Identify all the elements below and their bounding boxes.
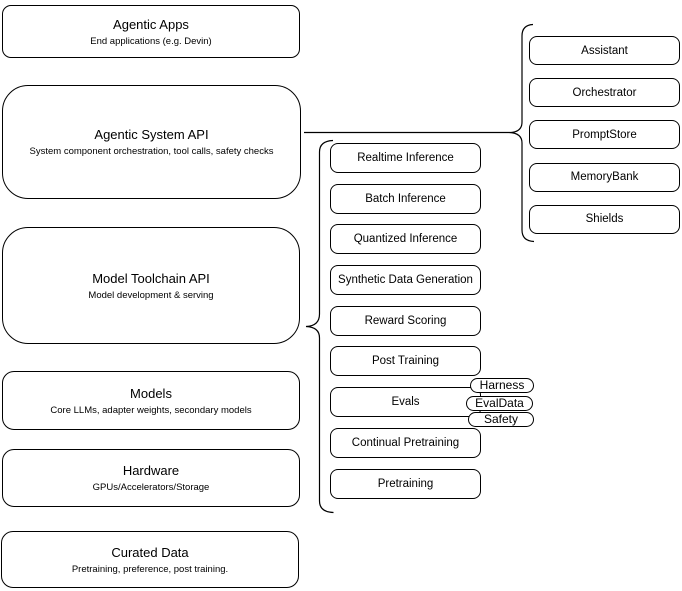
components-group: Assistant Orchestrator PromptStore Memor… [529,36,680,234]
node-realtime-inference: Realtime Inference [330,143,481,173]
node-post-training: Post Training [330,346,481,377]
node-continual-pretraining-label: Continual Pretraining [351,436,460,449]
node-pretraining-label: Pretraining [377,477,434,490]
tag-harness: Harness [470,378,534,393]
node-synthetic-data-generation-label: Synthetic Data Generation [338,274,473,287]
node-quantized-inference-label: Quantized Inference [353,233,458,246]
node-agentic-apps-subtitle: End applications (e.g. Devin) [90,35,212,47]
node-agentic-system-api-title: Agentic System API [94,127,209,142]
node-agentic-apps-title: Agentic Apps [113,16,189,32]
node-synthetic-data-generation: Synthetic Data Generation [330,265,481,296]
node-batch-inference-label: Batch Inference [365,192,446,205]
node-promptstore: PromptStore [529,120,680,150]
node-promptstore-label: PromptStore [572,128,637,141]
tag-evaldata-label: EvalData [475,396,524,410]
node-agentic-system-api: Agentic System API System component orch… [2,85,301,199]
tag-harness-label: Harness [479,378,525,392]
node-orchestrator: Orchestrator [529,78,680,108]
node-agentic-apps: Agentic Apps End applications (e.g. Devi… [2,5,300,58]
node-models: Models Core LLMs, adapter weights, secon… [2,371,300,430]
node-hardware: Hardware GPUs/Accelerators/Storage [2,449,300,507]
node-pretraining: Pretraining [330,468,481,499]
tag-safety: Safety [468,412,534,427]
node-curated-data-title: Curated Data [111,544,189,560]
node-model-toolchain-api: Model Toolchain API Model development & … [2,227,300,344]
node-memorybank-label: MemoryBank [570,171,639,184]
toolchain-group: Realtime Inference Batch Inference Quant… [330,143,481,499]
node-orchestrator-label: Orchestrator [572,86,637,99]
node-evals: Evals [330,387,481,418]
node-continual-pretraining: Continual Pretraining [330,427,481,458]
node-assistant-label: Assistant [581,44,628,57]
node-model-toolchain-api-subtitle: Model development & serving [88,289,214,301]
node-model-toolchain-api-title: Model Toolchain API [92,270,210,286]
node-memorybank: MemoryBank [529,162,680,192]
node-shields: Shields [529,204,680,234]
node-shields-label: Shields [585,213,624,226]
node-agentic-system-api-subtitle: System component orchestration, tool cal… [29,146,274,157]
node-post-training-label: Post Training [371,355,440,368]
node-models-title: Models [130,385,172,401]
node-assistant: Assistant [529,36,680,65]
node-hardware-subtitle: GPUs/Accelerators/Storage [92,482,210,493]
node-evals-label: Evals [391,396,420,409]
node-hardware-title: Hardware [122,463,180,478]
node-models-subtitle: Core LLMs, adapter weights, secondary mo… [50,404,252,416]
tag-safety-label: Safety [483,412,519,426]
node-quantized-inference: Quantized Inference [330,224,481,255]
node-reward-scoring: Reward Scoring [330,305,481,336]
node-curated-data-subtitle: Pretraining, preference, post training. [71,563,229,575]
tag-evaldata: EvalData [466,396,533,411]
node-batch-inference: Batch Inference [330,183,481,214]
node-realtime-inference-label: Realtime Inference [357,152,454,164]
node-curated-data: Curated Data Pretraining, preference, po… [1,531,299,588]
node-reward-scoring-label: Reward Scoring [364,314,447,327]
